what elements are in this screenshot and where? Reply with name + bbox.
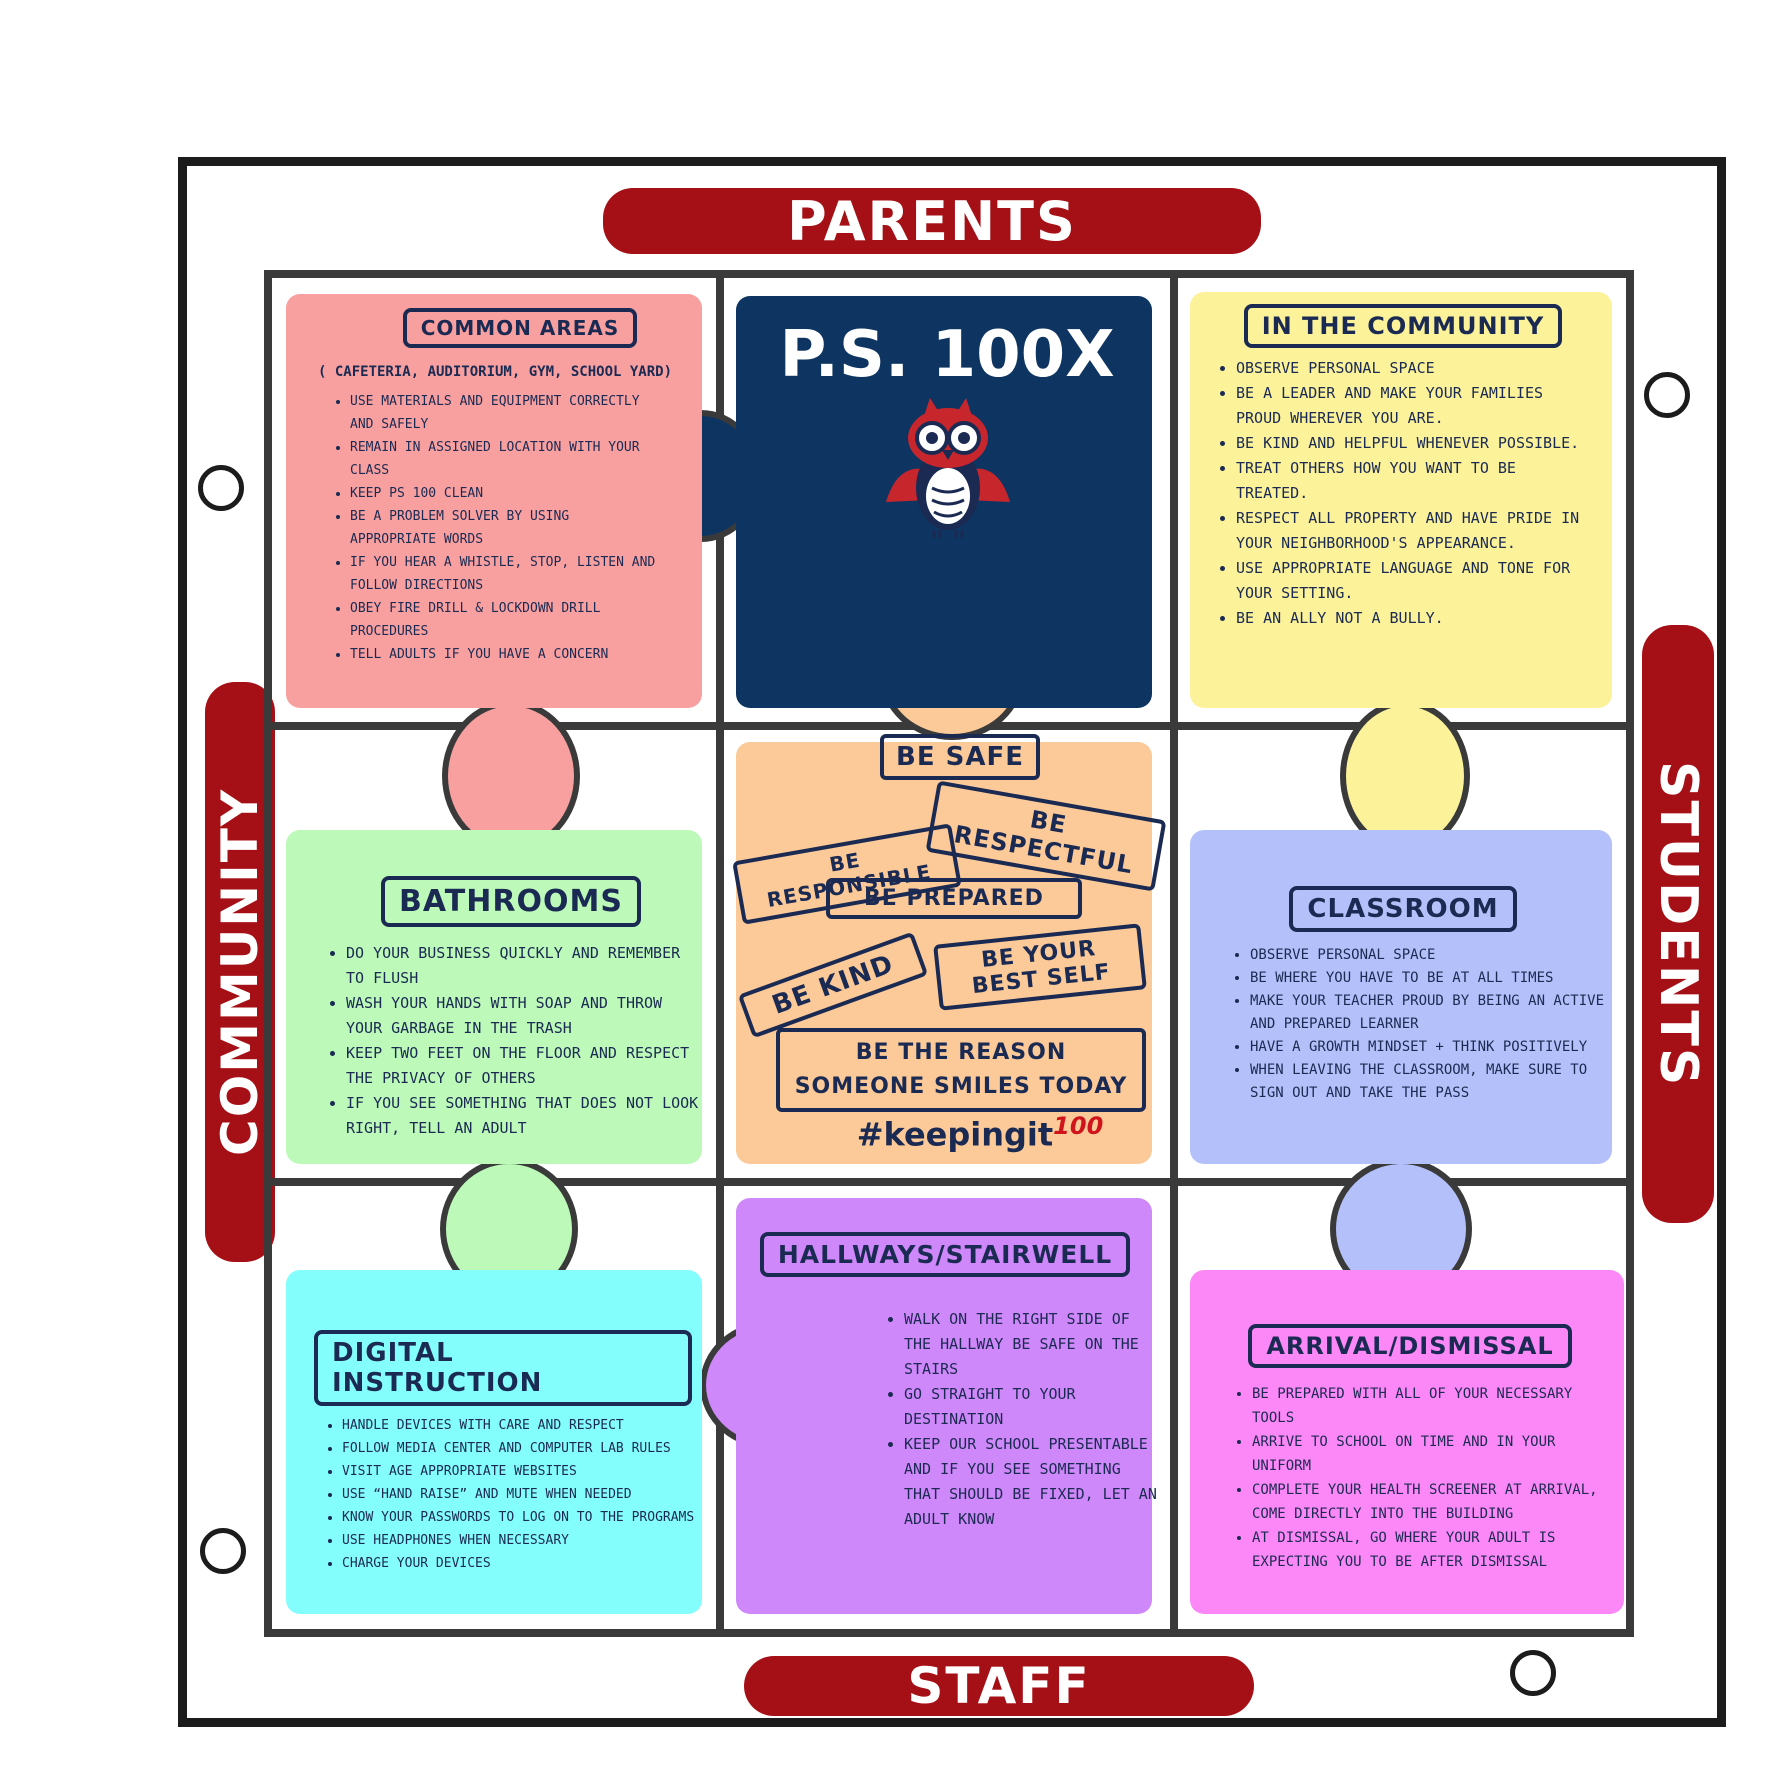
frame-notch-right-bottom	[1510, 1650, 1556, 1696]
value-be-the-reason: BE THE REASON SOMEONE SMILES TODAY	[776, 1028, 1146, 1112]
digital-instruction-rules: Handle devices with care and respect Fol…	[318, 1414, 702, 1575]
common-areas-subtitle: ( CAFETERIA, AUDITORIUM, GYM, SCHOOL YAR…	[318, 364, 673, 380]
grid-line-v2	[1170, 270, 1178, 1637]
list-item: Be a problem solver by using appropriate…	[350, 505, 660, 551]
grid-line-v1	[716, 270, 724, 1637]
list-item: Use appropriate language and tone for yo…	[1236, 556, 1596, 606]
knob-common-areas	[442, 700, 580, 852]
piece-common-areas: COMMON AREAS ( CAFETERIA, AUDITORIUM, GY…	[286, 294, 702, 708]
list-item: Respect all property and have pride in y…	[1236, 506, 1596, 556]
list-item: Have a growth mindset + think positively	[1250, 1036, 1610, 1059]
piece-hallways: HALLWAYS/STAIRWELL Walk on the right sid…	[736, 1198, 1157, 1614]
banner-students: STUDENTS	[1642, 625, 1714, 1223]
list-item: Use “hand raise” and mute when needed	[342, 1483, 702, 1506]
list-item: When leaving the classroom, make sure to…	[1250, 1059, 1610, 1105]
in-the-community-title: IN THE COMMUNITY	[1243, 304, 1563, 348]
list-item: Use headphones when necessary	[342, 1529, 702, 1552]
school-name: P.S. 100X	[779, 318, 1115, 392]
owl-icon	[886, 398, 1010, 538]
banner-parents: PARENTS	[603, 188, 1261, 254]
bathrooms-title: BATHROOMS	[381, 876, 641, 927]
piece-bathrooms: BATHROOMS Do your business quickly and r…	[286, 830, 702, 1164]
common-areas-rules: Use materials and equipment correctly an…	[326, 390, 660, 666]
list-item: Observe personal space	[1250, 944, 1610, 967]
list-item: Treat others how you want to be treated.	[1236, 456, 1596, 506]
list-item: Be a leader and make your families proud…	[1236, 381, 1596, 431]
list-item: Arrive to school on time and in your uni…	[1252, 1430, 1622, 1478]
list-item: Charge your devices	[342, 1552, 702, 1575]
list-item: Obey fire drill & lockdown drill procedu…	[350, 597, 660, 643]
list-item: Wash your hands with soap and throw your…	[346, 991, 706, 1041]
in-the-community-rules: Observe personal space Be a leader and m…	[1212, 356, 1596, 631]
piece-arrival-dismissal: ARRIVAL/DISMISSAL Be prepared with all o…	[1190, 1270, 1624, 1614]
piece-in-the-community: IN THE COMMUNITY Observe personal space …	[1190, 292, 1612, 708]
grid-line-h2	[264, 1178, 1634, 1186]
list-item: Keep PS 100 clean	[350, 482, 660, 505]
arrival-dismissal-title: ARRIVAL/DISMISSAL	[1248, 1324, 1572, 1368]
list-item: If you see something that does not look …	[346, 1091, 706, 1141]
arrival-dismissal-rules: Be prepared with all of your necessary t…	[1228, 1382, 1622, 1574]
list-item: Follow media center and computer lab rul…	[342, 1437, 702, 1460]
list-item: Complete your health screener at arrival…	[1252, 1478, 1622, 1526]
list-item: Be prepared with all of your necessary t…	[1252, 1382, 1622, 1430]
piece-digital-instruction: DIGITAL INSTRUCTION Handle devices with …	[286, 1270, 702, 1614]
list-item: Be kind and helpful whenever possible.	[1236, 431, 1596, 456]
list-item: Be where you have to be at all times	[1250, 967, 1610, 990]
list-item: Visit age appropriate websites	[342, 1460, 702, 1483]
hashtag: #keepingit100	[850, 1112, 1110, 1154]
list-item: Handle devices with care and respect	[342, 1414, 702, 1437]
frame-notch-right-top	[1644, 372, 1690, 418]
list-item: At dismissal, go where your adult is exp…	[1252, 1526, 1622, 1574]
outer-frame	[178, 157, 1726, 1727]
list-item: Tell adults if you have a concern	[350, 643, 660, 666]
banner-staff: STAFF	[744, 1656, 1254, 1716]
list-item: Observe personal space	[1236, 356, 1596, 381]
hundred-icon: 100	[1053, 1112, 1104, 1140]
frame-notch-left-top	[198, 465, 244, 511]
list-item: Use materials and equipment correctly an…	[350, 390, 660, 436]
list-item: Know your passwords to log on to the pro…	[342, 1506, 702, 1529]
value-be-safe: BE SAFE	[880, 734, 1040, 780]
list-item: Make your teacher proud by being an acti…	[1250, 990, 1610, 1036]
hashtag-text: #keepingit	[856, 1115, 1054, 1154]
list-item: Keep our school presentable and if you s…	[904, 1432, 1164, 1532]
list-item: Keep two feet on the floor and respect t…	[346, 1041, 706, 1091]
list-item: Do your business quickly and remember to…	[346, 941, 706, 991]
list-item: If you hear a whistle, stop, listen and …	[350, 551, 660, 597]
hallways-title: HALLWAYS/STAIRWELL	[759, 1232, 1131, 1277]
piece-classroom: CLASSROOM Observe personal space Be wher…	[1190, 830, 1612, 1164]
list-item: Be an ally not a bully.	[1236, 606, 1596, 631]
list-item: Walk on the right side of the hallway be…	[904, 1307, 1164, 1382]
value-be-prepared: BE PREPARED	[826, 878, 1082, 919]
puzzle-grid	[264, 270, 1634, 1637]
classroom-rules: Observe personal space Be where you have…	[1226, 944, 1610, 1105]
piece-center	[736, 742, 1152, 1164]
classroom-title: CLASSROOM	[1289, 886, 1517, 932]
common-areas-title: COMMON AREAS	[402, 308, 638, 348]
bathrooms-rules: Do your business quickly and remember to…	[322, 941, 706, 1141]
list-item: Go straight to your destination	[904, 1382, 1164, 1432]
hallways-rules: Walk on the right side of the hallway be…	[880, 1307, 1164, 1532]
list-item: Remain in assigned location with your cl…	[350, 436, 660, 482]
frame-notch-left-bottom	[200, 1528, 246, 1574]
digital-instruction-title: DIGITAL INSTRUCTION	[314, 1330, 692, 1406]
